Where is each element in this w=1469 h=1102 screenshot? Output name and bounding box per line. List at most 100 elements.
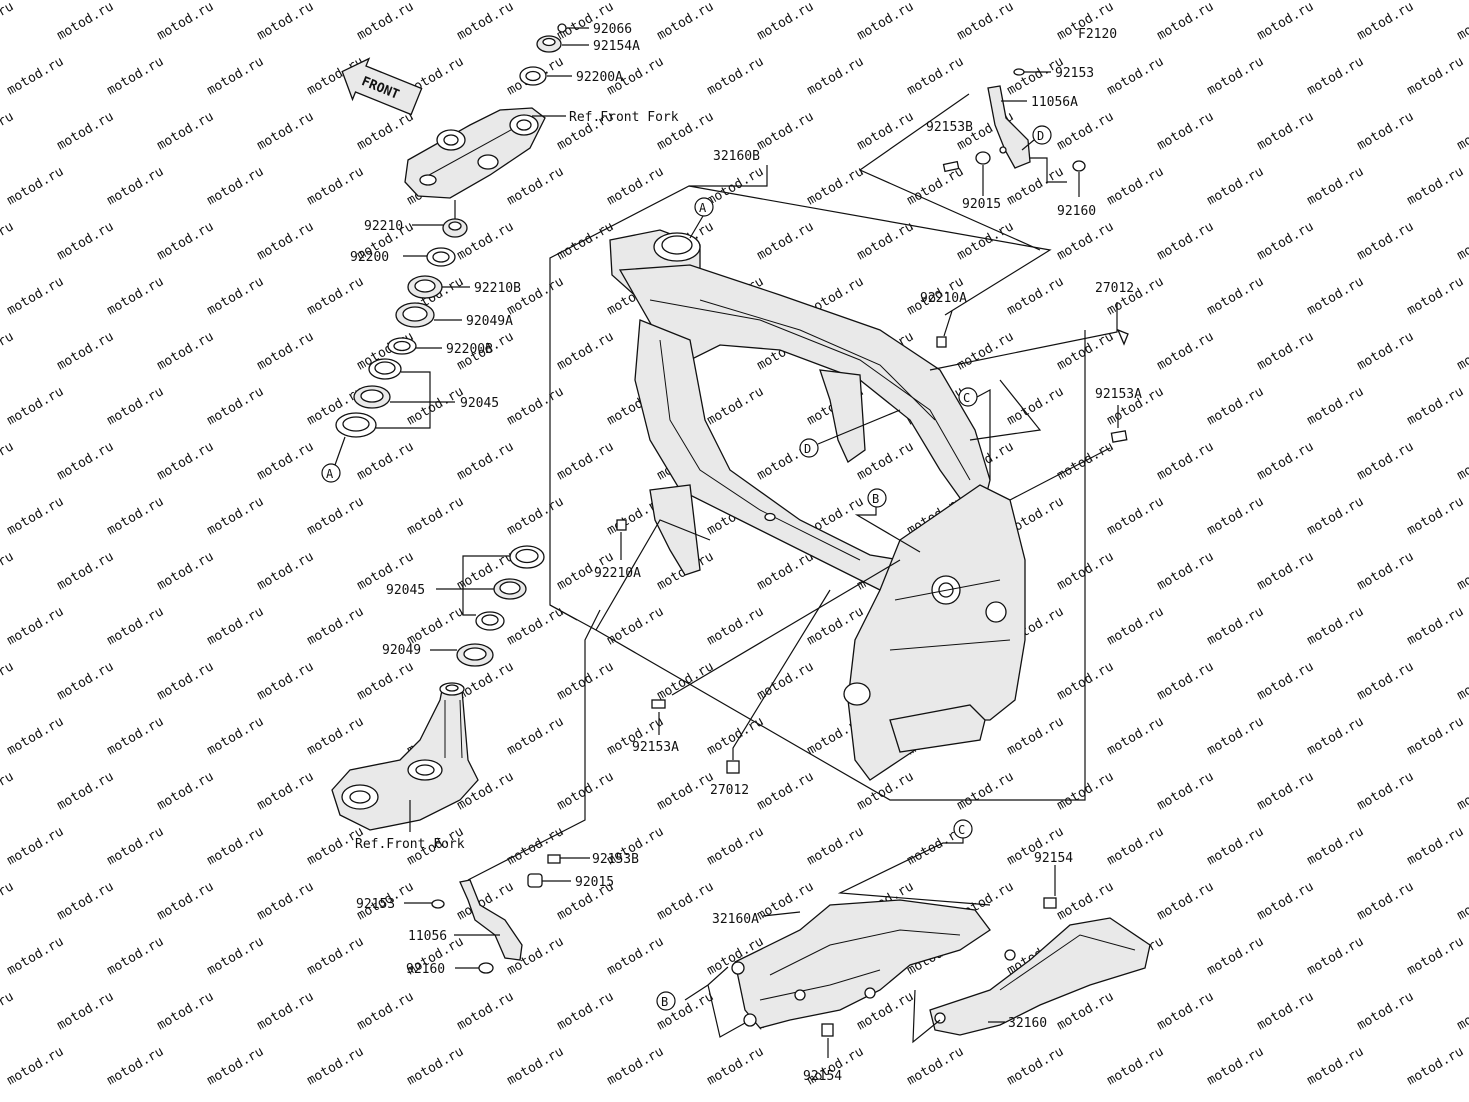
watermark-text: motod.ru	[1155, 439, 1217, 483]
watermark-text: motod.ru	[1255, 549, 1317, 593]
watermark-text: motod.ru	[5, 54, 67, 98]
watermark-text: motod.ru	[755, 769, 817, 813]
label-32160: 32160	[1008, 1016, 1047, 1031]
watermark-text: motod.ru	[1405, 714, 1467, 758]
watermark-text: motod.ru	[205, 1044, 267, 1088]
watermark-text: motod.ru	[1355, 769, 1417, 813]
watermark-text: motod.ru	[755, 0, 817, 43]
watermark-text: motod.ru	[855, 0, 917, 43]
bolt-92153a-right-drawing	[1110, 430, 1128, 443]
watermark-text: motod.ru	[1305, 384, 1367, 428]
watermark-text: motod.ru	[155, 0, 217, 43]
main-frame-drawing	[609, 229, 1026, 781]
watermark-text: motod.ru	[505, 604, 567, 648]
watermark-text: motod.ru	[1305, 824, 1367, 868]
bolt-92210a-mid-drawing	[616, 519, 627, 531]
label-11056: 11056	[408, 929, 447, 944]
watermark-text: motod.ru	[405, 494, 467, 538]
watermark-text: motod.ru	[105, 494, 167, 538]
watermark-text: motod.ru	[855, 109, 917, 153]
watermark-text: motod.ru	[55, 329, 117, 373]
watermark-text: motod.ru	[305, 494, 367, 538]
watermark-text: motod.ru	[1005, 384, 1067, 428]
watermark-text: motod.ru	[5, 714, 67, 758]
watermark-text: motod.ru	[255, 549, 317, 593]
part-92045-top-drawing	[335, 358, 455, 438]
watermark-text: motod.ru	[655, 769, 717, 813]
watermark-text: motod.ru	[1005, 714, 1067, 758]
watermark-text: motod.ru	[155, 989, 217, 1033]
callout-b-frame: B	[854, 488, 921, 553]
watermark-text: motod.ru	[105, 824, 167, 868]
watermark-text: motod.ru	[55, 549, 117, 593]
watermark-text: motod.ru	[1205, 1044, 1267, 1088]
watermark-text: motod.ru	[1355, 549, 1417, 593]
watermark-text: motod.ru	[405, 384, 467, 428]
watermark-text: motod.ru	[1455, 0, 1469, 43]
watermark-text: motod.ru	[1155, 549, 1217, 593]
watermark-text: motod.ru	[1105, 1044, 1167, 1088]
watermark-text: motod.ru	[205, 604, 267, 648]
watermark-text: motod.ru	[1455, 659, 1469, 703]
label-92200b: 92200B	[446, 342, 493, 357]
watermark-text: motod.ru	[1255, 329, 1317, 373]
svg-text:C: C	[958, 823, 965, 837]
upper-triple-clamp-drawing	[404, 107, 566, 199]
watermark-text: motod.ru	[1355, 879, 1417, 923]
watermark-text: motod.ru	[1255, 439, 1317, 483]
callout-c-sub: C	[953, 819, 973, 839]
watermark-text: motod.ru	[455, 439, 517, 483]
watermark-text: motod.ru	[305, 604, 367, 648]
watermark-text: motod.ru	[105, 274, 167, 318]
watermark-text: motod.ru	[0, 879, 16, 923]
watermark-text: motod.ru	[105, 384, 167, 428]
watermark-text: motod.ru	[205, 494, 267, 538]
label-ref-front-fork-bottom: Ref.Front Fork	[355, 837, 465, 852]
watermark-text: motod.ru	[1355, 109, 1417, 153]
watermark-text: motod.ru	[205, 714, 267, 758]
callout-d-frame: D	[799, 409, 901, 458]
bolt-92154-top-drawing	[1043, 897, 1057, 909]
label-27012-top-drawing	[1116, 328, 1129, 346]
label-27012-bottom-drawing	[726, 760, 740, 774]
watermark-text: motod.ru	[1155, 659, 1217, 703]
watermark-text: motod.ru	[655, 0, 717, 43]
watermark-text: motod.ru	[1355, 439, 1417, 483]
label-27012-bottom: 27012	[710, 783, 749, 798]
watermark-text: motod.ru	[1205, 934, 1267, 978]
label-92045-top: 92045	[460, 396, 499, 411]
watermark-text: motod.ru	[155, 109, 217, 153]
watermark-text: motod.ru	[205, 384, 267, 428]
part-92066-drawing	[557, 23, 567, 33]
watermark-text: motod.ru	[1055, 879, 1117, 923]
label-11056a: 11056A	[1031, 95, 1078, 110]
watermark-text: motod.ru	[5, 494, 67, 538]
watermark-text: motod.ru	[805, 824, 867, 868]
label-92210a-top: 92210A	[920, 291, 967, 306]
svg-text:B: B	[872, 492, 879, 506]
watermark-text: motod.ru	[605, 604, 667, 648]
watermark-text: motod.ru	[705, 714, 767, 758]
watermark-text: motod.ru	[705, 1044, 767, 1088]
watermark-text: motod.ru	[0, 659, 16, 703]
watermark-text: motod.ru	[1305, 604, 1367, 648]
watermark-text: motod.ru	[1205, 54, 1267, 98]
watermark-text: motod.ru	[555, 989, 617, 1033]
part-labels: 92066 92154A 92200A Ref.Front Fork 92210…	[350, 22, 1142, 1084]
watermark-text: motod.ru	[605, 164, 667, 208]
watermark-text: motod.ru	[905, 164, 967, 208]
watermark-text: motod.ru	[505, 384, 567, 428]
watermark-text: motod.ru	[105, 164, 167, 208]
svg-text:C: C	[963, 391, 970, 405]
bracket-11056-drawing	[404, 519, 711, 974]
watermark-text: motod.ru	[955, 329, 1017, 373]
watermark-text: motod.ru	[1305, 494, 1367, 538]
watermark-text: motod.ru	[105, 54, 167, 98]
watermark-text: motod.ru	[105, 604, 167, 648]
watermark-text: motod.ru	[55, 989, 117, 1033]
watermark-text: motod.ru	[105, 1044, 167, 1088]
watermark-text: motod.ru	[1355, 329, 1417, 373]
watermark-text: motod.ru	[1355, 659, 1417, 703]
callout-a-top: A	[689, 197, 714, 239]
